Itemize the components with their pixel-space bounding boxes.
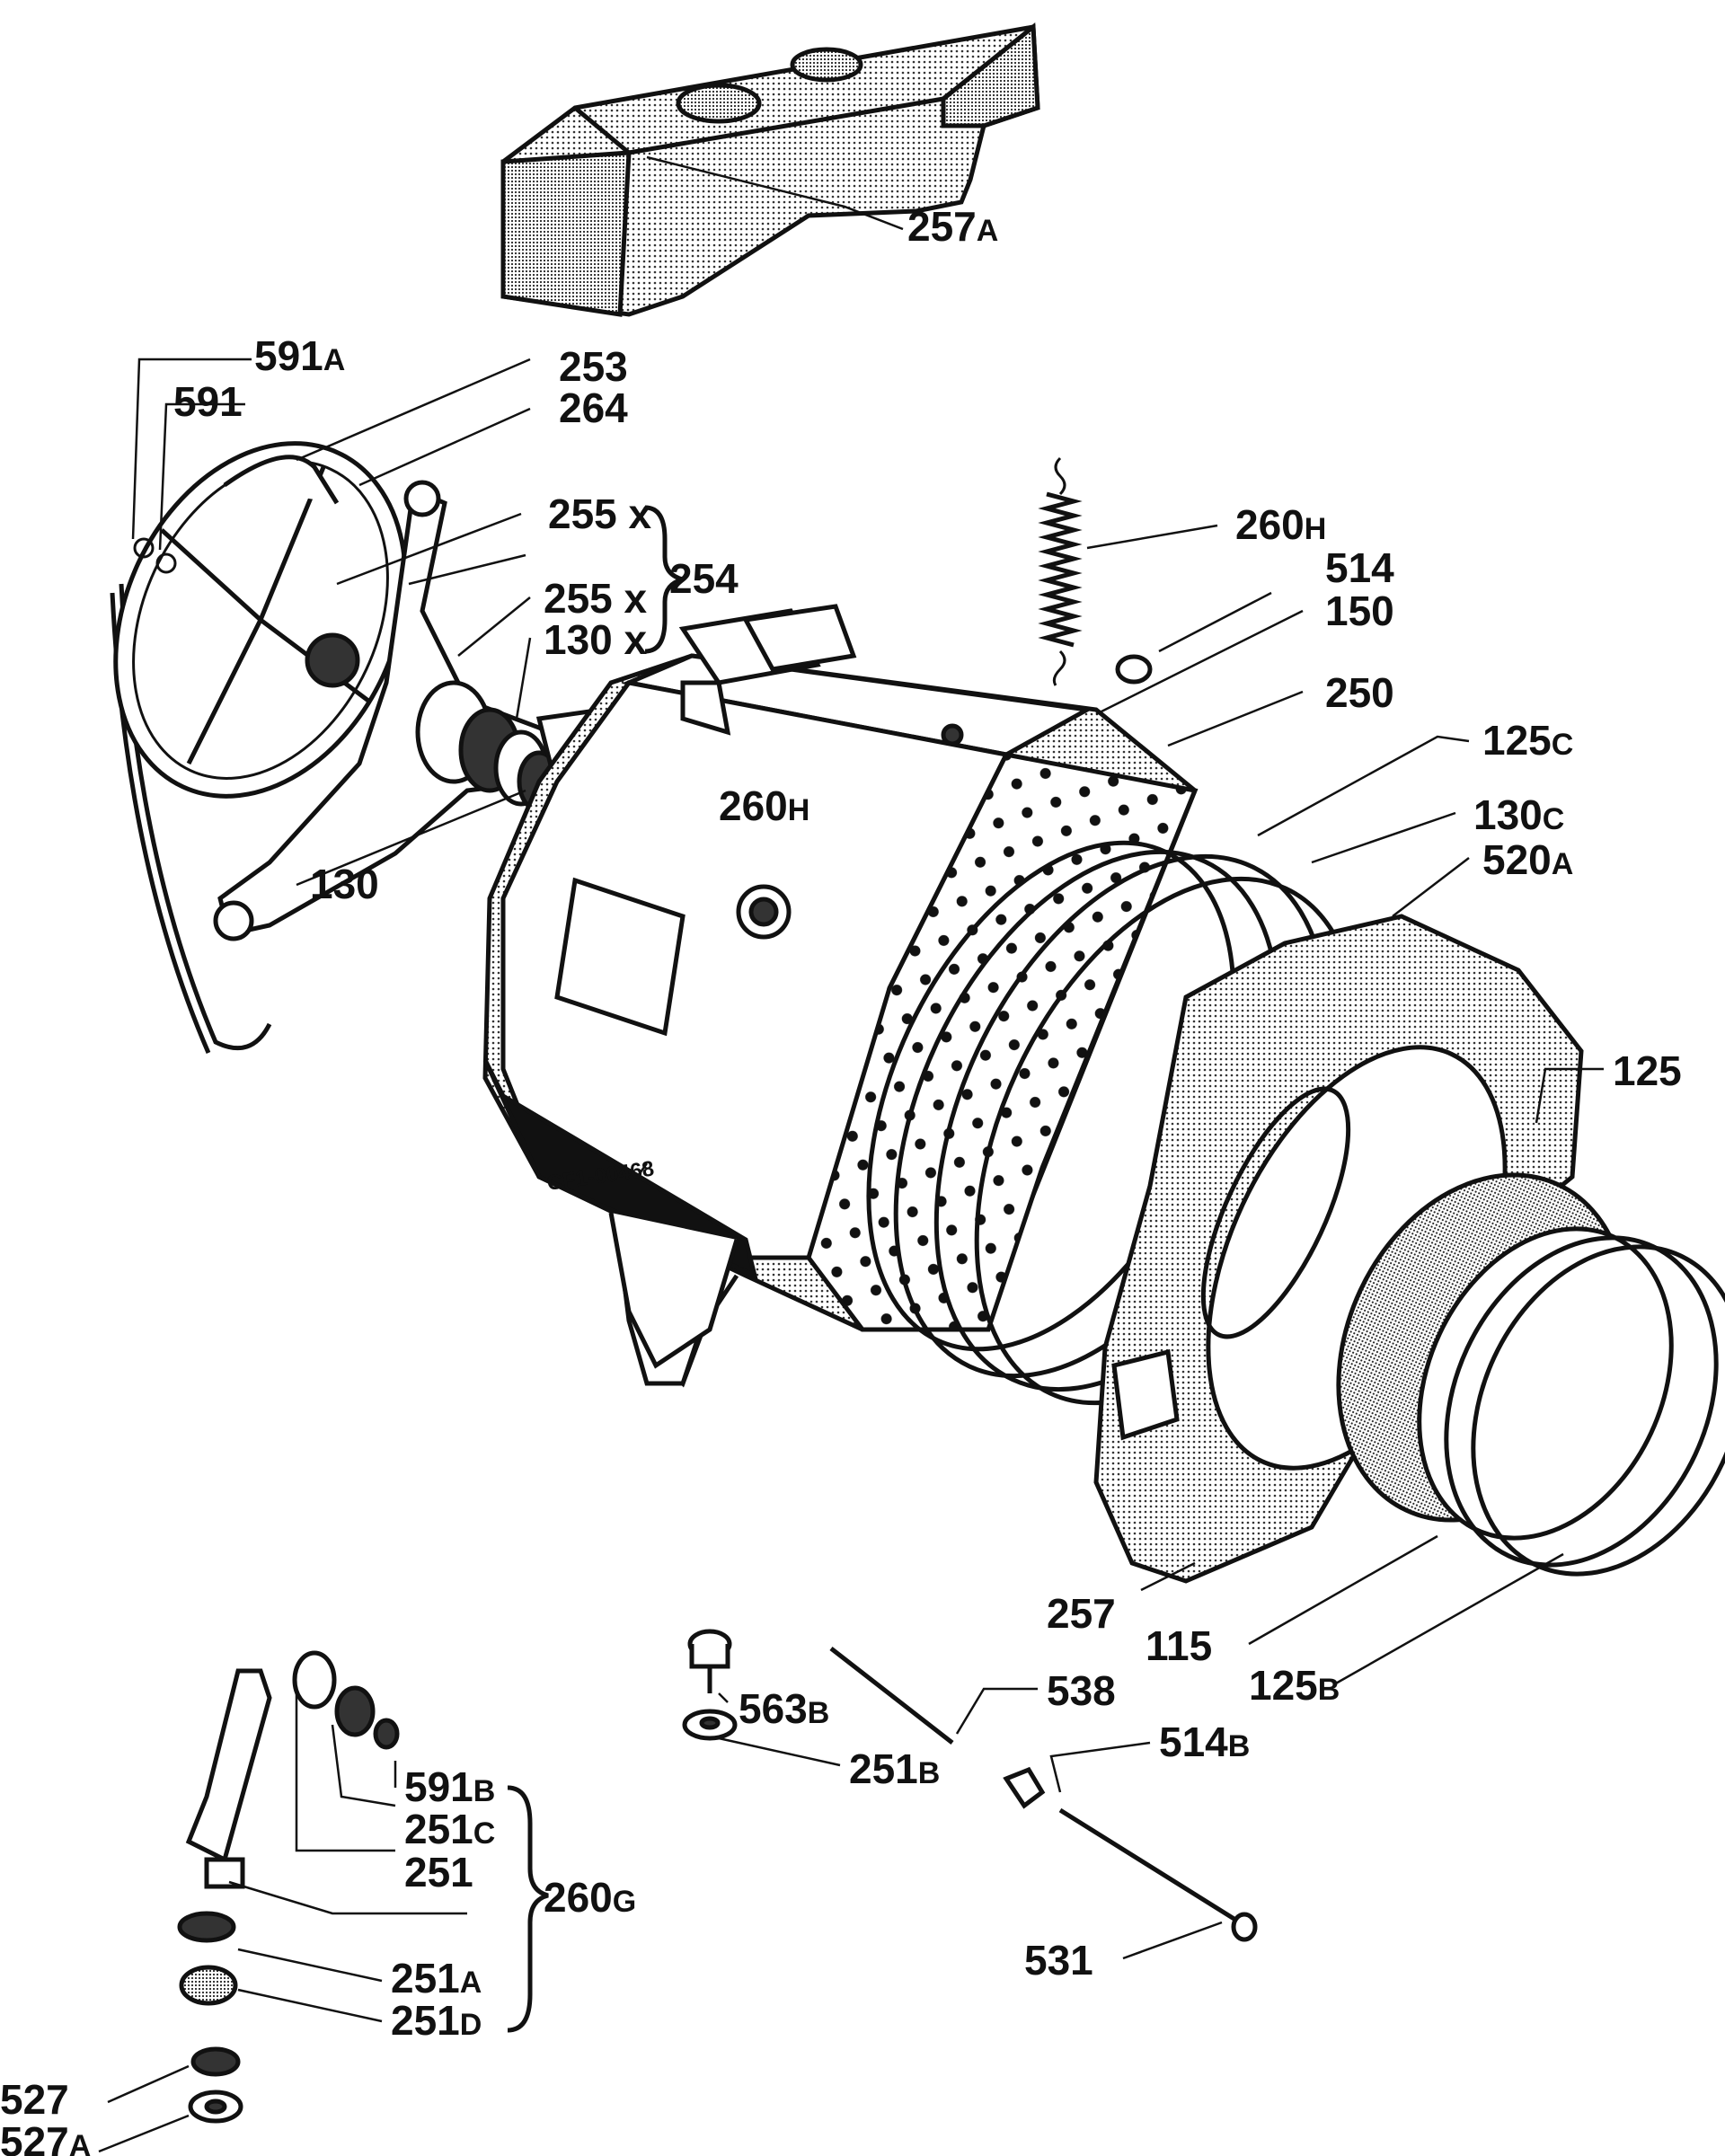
label-130x: 130 x [544, 616, 648, 663]
label-260g: 260G [544, 1874, 636, 1921]
label-255x-lower: 255 x [544, 575, 648, 622]
label-115: 115 [1146, 1622, 1212, 1669]
label-251c: 251C [404, 1806, 495, 1852]
pulley-assembly-drawing [110, 441, 614, 1054]
label-130c: 130C [1473, 791, 1564, 838]
label-527: 527 [0, 2076, 69, 2123]
label-531: 531 [1024, 1937, 1093, 1984]
counterweight-top-drawing [500, 22, 1040, 317]
label-251: 251 [404, 1849, 473, 1895]
label-538: 538 [1047, 1667, 1116, 1714]
part-labels: 257A 591A 591 253 264 255 x 254 255 x 13… [0, 203, 1682, 2156]
bolt-531-drawing [1058, 1807, 1258, 1942]
label-251b: 251B [849, 1745, 940, 1792]
label-253: 253 [559, 343, 628, 390]
plug-514-drawing [1115, 654, 1153, 685]
label-125b: 125B [1249, 1662, 1340, 1709]
label-527a: 527A [0, 2118, 91, 2156]
label-260h-lower: 260H [719, 782, 809, 829]
label-130: 130 [310, 861, 379, 907]
label-250: 250 [1325, 669, 1394, 716]
label-591a: 591A [254, 332, 345, 379]
shock-absorber-drawing [177, 1650, 400, 2124]
label-125: 125 [1613, 1047, 1682, 1094]
label-251a: 251A [391, 1955, 482, 2001]
nut-514b-drawing [1003, 1766, 1046, 1809]
label-591b: 591B [404, 1763, 495, 1810]
rod-538-drawing [829, 1647, 954, 1745]
label-254: 254 [669, 555, 739, 602]
label-125c: 125C [1482, 717, 1573, 764]
label-563b: 563B [739, 1685, 829, 1732]
label-257a: 257A [907, 203, 998, 250]
brace-260g [507, 1785, 549, 2033]
label-251d: 251D [391, 1997, 482, 2044]
leader-lines [98, 155, 1604, 2153]
washer-251b-drawing [682, 1709, 738, 1741]
label-257: 257 [1047, 1590, 1116, 1637]
label-255x-upper: 255 x [548, 490, 652, 537]
tub-and-drum-drawing [482, 604, 1199, 1388]
label-260h-upper: 260H [1235, 501, 1326, 548]
label-591: 591 [173, 378, 243, 425]
label-514b: 514B [1159, 1719, 1250, 1765]
label-264: 264 [559, 384, 628, 431]
screw-563b-drawing [687, 1629, 732, 1693]
brace-254 [644, 505, 684, 654]
label-520a: 520A [1482, 836, 1573, 883]
label-150: 150 [1325, 588, 1394, 634]
front-rings-drawing [866, 840, 1725, 1584]
spring-260h-upper-drawing [1038, 456, 1083, 686]
label-514: 514 [1325, 544, 1394, 591]
